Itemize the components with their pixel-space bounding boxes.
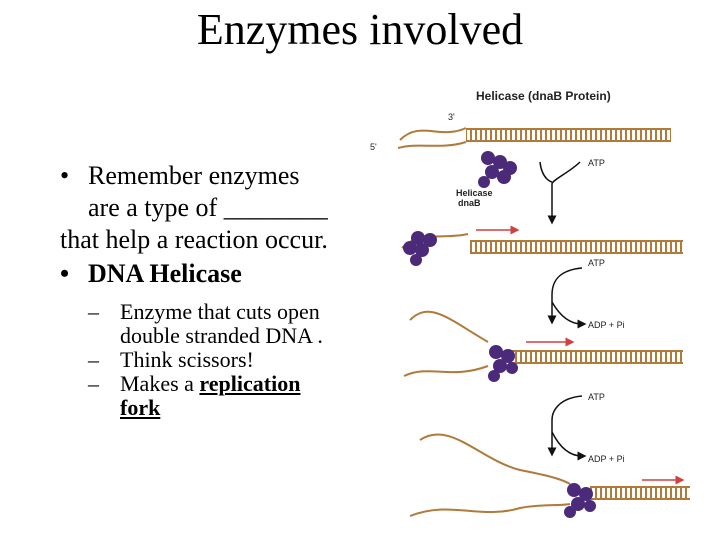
single-strand-top [409, 310, 489, 343]
base-pairs [510, 352, 683, 362]
subbullet-replication-fork: – Makes a replication fork [60, 372, 380, 420]
adp-label-2: ADP + Pi [588, 320, 625, 330]
bullet-marker: • [60, 161, 70, 190]
strand-bottom [590, 498, 690, 500]
arrow-down [547, 395, 583, 457]
single-strand-bottom [397, 141, 467, 149]
atp-label-2: ATP [588, 258, 605, 268]
subbullet-scissors: – Think scissors! [60, 348, 380, 372]
replication-term: replication [199, 371, 301, 396]
arrow-release [551, 301, 587, 329]
subunit [506, 362, 518, 374]
adp-label-3: ADP + Pi [588, 454, 625, 464]
subbullet-cuts-line2: double stranded DNA . [120, 323, 323, 348]
helicase-label-line1: Helicase [456, 188, 493, 198]
dna-stage-1 [397, 127, 671, 149]
subunit [564, 506, 576, 518]
fork-term: fork [120, 395, 161, 420]
bullet-dna-helicase-text: DNA Helicase [88, 259, 242, 288]
helicase-protein-1 [478, 151, 517, 188]
subunit [571, 497, 585, 511]
bullet-marker: • [60, 259, 70, 288]
helicase-diagram: Helicase (dnaB Protein) 3' 5' Helicase d… [370, 89, 690, 518]
base-pairs [590, 488, 690, 498]
dash-marker: – [88, 347, 99, 372]
subunit [411, 231, 425, 245]
diagram-title: Helicase (dnaB Protein) [476, 89, 611, 103]
dash-marker: – [88, 299, 99, 324]
subbullet-cuts-line1: Enzyme that cuts open [120, 299, 320, 324]
subbullet-cuts: – Enzyme that cuts open double stranded … [60, 300, 380, 348]
subunit [501, 349, 515, 363]
bullet-enzymes-line1: Remember enzymes [88, 161, 300, 190]
subbullet-scissors-text: Think scissors! [120, 347, 254, 372]
subbullet-list: – Enzyme that cuts open double stranded … [60, 300, 380, 420]
subunit [481, 151, 495, 165]
strand-top [470, 240, 683, 242]
strand-bottom [470, 252, 683, 254]
base-pairs [470, 242, 683, 252]
subunit [478, 176, 490, 188]
subunit [423, 233, 437, 247]
subunit [485, 165, 499, 179]
strand-bottom [466, 140, 671, 142]
subunit [567, 483, 581, 497]
subunit [403, 241, 417, 255]
dna-stage-4 [409, 433, 690, 518]
strand-bottom [510, 362, 683, 364]
arrow-release [551, 431, 587, 461]
bullet-enzymes-line2: are a type of ________ [88, 193, 328, 222]
strand-top [466, 128, 671, 130]
bullet-enzymes-line3: that help a reaction occur. [60, 225, 328, 254]
slide-title: Enzymes involved [196, 5, 524, 54]
subunit [584, 500, 596, 512]
base-pairs [466, 130, 671, 140]
label-3prime: 3' [448, 112, 455, 122]
single-strand-top [399, 127, 467, 141]
single-strand-bottom [409, 503, 571, 517]
subunit [497, 170, 511, 184]
subunit [415, 243, 429, 257]
strand-top [510, 350, 683, 352]
arrow-down [547, 267, 583, 325]
subunit [488, 370, 500, 382]
arrow-down [547, 161, 581, 225]
label-5prime: 5' [370, 142, 377, 152]
single-strand-top [419, 433, 571, 485]
arrow-curve [539, 161, 553, 183]
strand-top [590, 486, 690, 488]
dash-marker: – [88, 371, 99, 396]
subunit [410, 254, 422, 266]
single-strand-bottom [403, 365, 489, 377]
bullet-dna-helicase: • DNA Helicase [60, 258, 380, 290]
dna-stage-3 [403, 310, 683, 382]
atp-label-1: ATP [588, 158, 605, 168]
bullet-enzymes: • Remember enzymes are a type of _______… [60, 160, 380, 256]
subunit [493, 359, 507, 373]
subunit [579, 487, 593, 501]
slide-content: • Remember enzymes are a type of _______… [60, 160, 380, 420]
subbullet-fork-prefix: Makes a [120, 371, 200, 396]
helicase-label-line2: dnaB [458, 198, 481, 208]
dna-stage-2 [401, 225, 683, 266]
atp-label-3: ATP [588, 392, 605, 402]
subunit [489, 345, 503, 359]
